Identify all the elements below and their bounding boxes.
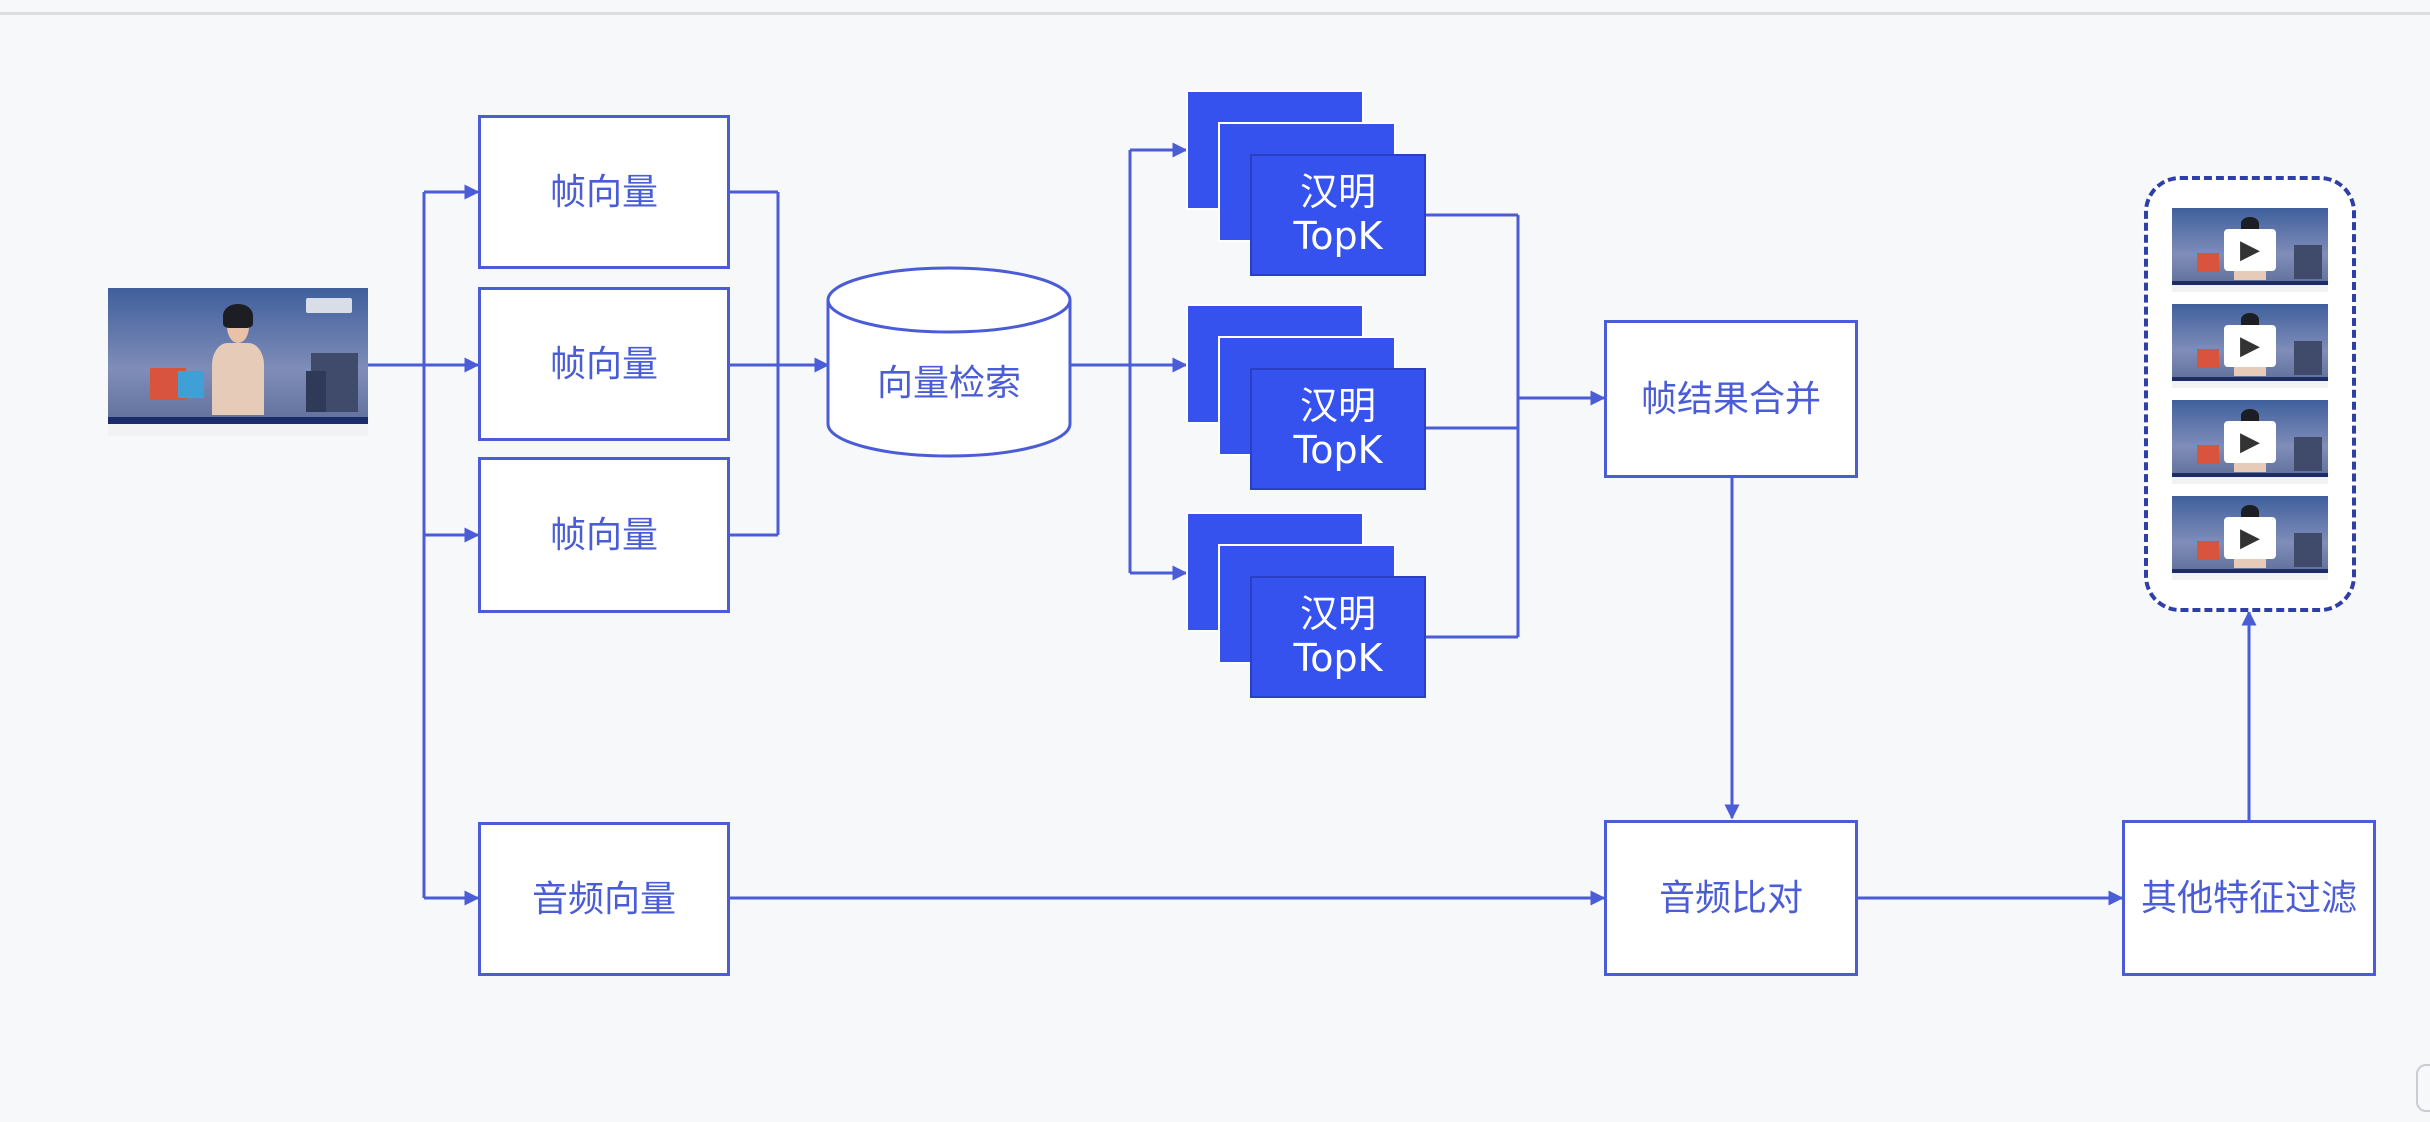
result-video-1[interactable]: ▶ — [2172, 208, 2328, 292]
frame-merge-box: 帧结果合并 — [1604, 320, 1858, 478]
frame-vector-box-3: 帧向量 — [478, 457, 730, 613]
topk-1-line2: TopK — [1293, 214, 1383, 258]
topk-1-line1: 汉明 — [1299, 170, 1376, 215]
corner-control[interactable] — [2416, 1064, 2430, 1112]
audio-compare-box: 音频比对 — [1604, 820, 1858, 976]
result-video-4[interactable]: ▶ — [2172, 496, 2328, 580]
input-video-thumbnail — [108, 288, 368, 436]
topk-card-3: 汉明 TopK — [1250, 576, 1426, 698]
topk-3-line1: 汉明 — [1299, 592, 1376, 637]
result-video-3[interactable]: ▶ — [2172, 400, 2328, 484]
topk-2-line1: 汉明 — [1299, 384, 1376, 429]
play-icon[interactable]: ▶ — [2224, 229, 2276, 271]
play-icon[interactable]: ▶ — [2224, 421, 2276, 463]
topk-3-line2: TopK — [1293, 636, 1383, 680]
topk-card-2: 汉明 TopK — [1250, 368, 1426, 490]
frame-vector-box-2: 帧向量 — [478, 287, 730, 441]
topk-card-1: 汉明 TopK — [1250, 154, 1426, 276]
audio-vector-box: 音频向量 — [478, 822, 730, 976]
other-filter-box: 其他特征过滤 — [2122, 820, 2376, 976]
frame-vector-box-1: 帧向量 — [478, 115, 730, 269]
play-icon[interactable]: ▶ — [2224, 325, 2276, 367]
topk-2-line2: TopK — [1293, 428, 1383, 472]
vector-search-cylinder — [826, 266, 1072, 458]
result-video-list: ▶ ▶ ▶ ▶ — [2144, 176, 2356, 612]
top-divider — [0, 12, 2430, 15]
vector-search-label: 向量检索 — [876, 363, 1021, 404]
play-icon[interactable]: ▶ — [2224, 517, 2276, 559]
result-video-2[interactable]: ▶ — [2172, 304, 2328, 388]
